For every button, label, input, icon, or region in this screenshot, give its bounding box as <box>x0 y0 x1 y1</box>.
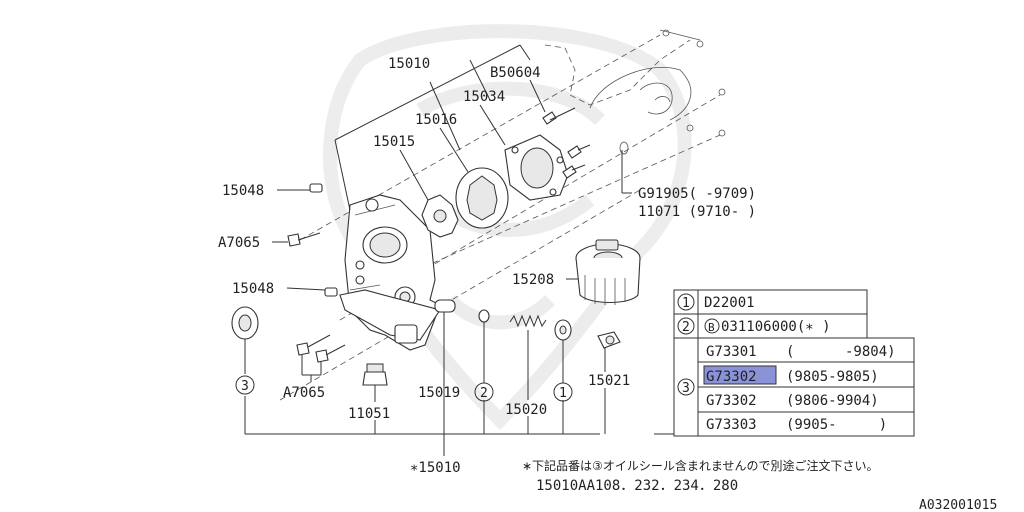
callout-15208: 15208 <box>512 272 554 288</box>
callout-g91905: G91905( -9709) <box>638 186 756 202</box>
gasket-2 <box>478 309 490 323</box>
highlight-g73302 <box>703 365 777 385</box>
callout-15034: 15034 <box>463 89 505 105</box>
callout-15016: 15016 <box>415 112 457 128</box>
callout-15048-lower: 15048 <box>232 281 274 297</box>
subrow-2-code: G73302 <box>706 369 757 385</box>
oil-filter-15208 <box>575 239 641 305</box>
marker-1-diagram: 1 <box>553 382 573 402</box>
callout-b50604: B50604 <box>490 65 541 81</box>
row-1-part: D22001 <box>704 295 755 311</box>
subrow-1-code: G73301 <box>706 344 757 360</box>
row-2-part: 031106000(∗ ) <box>721 319 831 335</box>
marker-3-diagram: 3 <box>235 375 255 395</box>
oil-pump-housing <box>339 194 441 351</box>
bolt-a7065-upper <box>287 232 321 247</box>
note-part-numbers: 15010AA108．232．234．280 <box>536 478 738 494</box>
subrow-1-range: ( -9804) <box>786 344 896 360</box>
bolts-a7065-lower <box>296 334 346 363</box>
callout-a7065-upper: A7065 <box>218 235 260 251</box>
callout-15015: 15015 <box>373 134 415 150</box>
leader-lines <box>244 44 674 456</box>
callout-star-15010: ∗15010 <box>410 460 461 476</box>
figure-id: A032001015 <box>919 498 997 512</box>
subrow-4-range: (9905- ) <box>786 417 887 433</box>
subrow-3-code: G73302 <box>706 393 757 409</box>
subrow-4-code: G73303 <box>706 417 757 433</box>
table-row-3: 3 <box>677 378 695 396</box>
marker-1-text: 1 <box>559 386 567 401</box>
subrow-2-range: (9805-9805) <box>786 369 879 385</box>
table-subrow: G73302 (9806-9904) <box>706 393 879 409</box>
callout-11051: 11051 <box>348 406 390 422</box>
spring-15020 <box>509 314 547 328</box>
marker-2-text: 2 <box>480 386 488 401</box>
marker-3-text: 3 <box>241 379 249 394</box>
note-oil-seal: ∗下記品番は③オイルシール含まれませんので別途ご注文下さい。 <box>522 458 878 473</box>
inner-rotor-15015 <box>421 194 459 238</box>
engine-block-outline <box>544 29 726 155</box>
outer-rotor-15016 <box>455 167 509 229</box>
table-subrow: G73302 (9805-9805) <box>706 369 879 385</box>
parts-table: 1 D22001 2 B 031106000(∗ ) 3 G73301 ( -9… <box>673 289 915 437</box>
oil-seal <box>231 306 259 340</box>
row-1-number: 1 <box>682 296 690 311</box>
table-row-2: 2 B 031106000(∗ ) <box>677 317 831 335</box>
callout-15020: 15020 <box>505 402 547 418</box>
callout-11071: 11071 (9710- ) <box>638 204 756 220</box>
row-2-number: 2 <box>682 320 690 335</box>
dowel-pins-15048 <box>309 183 338 297</box>
relief-valve-15019 <box>434 299 456 313</box>
marker-2-diagram: 2 <box>474 382 494 402</box>
callout-15010: 15010 <box>388 56 430 72</box>
callout-15019: 15019 <box>418 385 460 401</box>
table-subrow: G73301 ( -9804) <box>706 344 896 360</box>
pump-cover-15034 <box>504 134 569 201</box>
washer-1 <box>554 319 572 341</box>
screws-b50604 <box>542 107 591 179</box>
row-2-b-mark: B <box>708 321 715 334</box>
table-row-1: 1 D22001 <box>677 293 755 311</box>
row-3-number: 3 <box>682 381 690 396</box>
subrow-3-range: (9806-9904) <box>786 393 879 409</box>
callout-15021: 15021 <box>588 373 630 389</box>
plug-15021 <box>597 331 621 349</box>
table-subrow: G73303 (9905- ) <box>706 417 887 433</box>
callout-a7065-lower: A7065 <box>283 385 325 401</box>
callout-15048-upper: 15048 <box>222 183 264 199</box>
drain-plug-11051 <box>362 363 388 386</box>
